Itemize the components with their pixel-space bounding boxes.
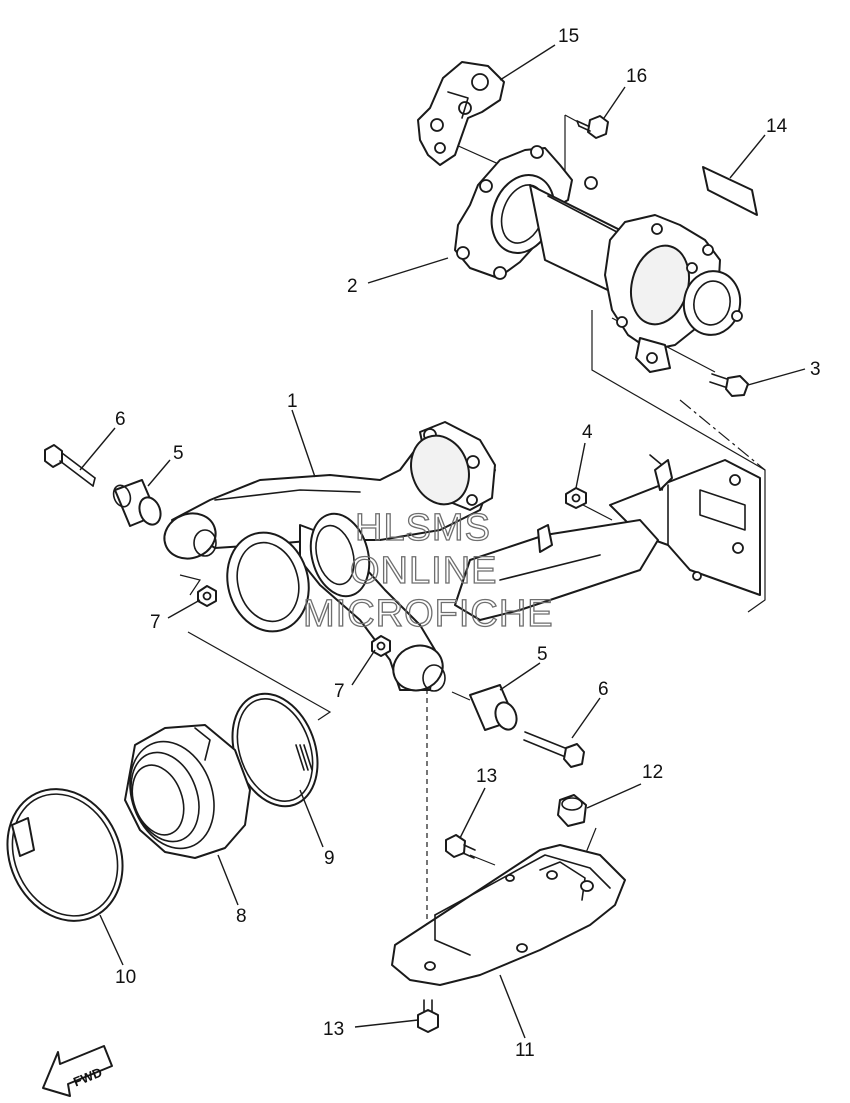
callout-4: 4 [582,422,593,443]
callout-6-lower: 6 [598,679,609,700]
part-4-nut [565,487,587,509]
part-5-bushing-upper [112,479,162,527]
callout-3: 3 [810,359,821,380]
part-6-bolt-lower [523,731,585,768]
callout-1: 1 [287,391,298,412]
callout-15: 15 [558,26,579,47]
part-13-bolt-lower [417,999,439,1033]
callout-16: 16 [626,66,647,87]
callout-7-lower: 7 [334,681,345,702]
part-2-axle-housing [454,145,743,373]
callout-14: 14 [766,116,788,137]
part-16-bolt [576,115,609,139]
part-5-bushing-lower [469,684,518,731]
watermark-line-1: HLSMS [355,507,491,549]
part-11-skid-plate [391,844,626,986]
part-6-bolt-upper [44,444,96,487]
callout-6-upper: 6 [115,409,126,430]
part-9-clamp-band [231,692,319,808]
callout-8: 8 [236,906,247,927]
part-15-bracket [417,61,505,166]
callout-labels: 15 16 14 2 3 4 1 6 5 7 5 7 6 12 13 9 8 1… [115,26,821,1061]
callout-12: 12 [642,762,663,783]
callout-5-upper: 5 [173,443,184,464]
callout-13-lower: 13 [323,1019,344,1040]
part-10-large-clamp [6,788,124,922]
callout-9: 9 [324,848,335,869]
callout-13-upper: 13 [476,766,497,787]
part-7-nut-upper [197,585,217,607]
leader-lines [79,44,806,1039]
part-1-swing-arm [163,421,673,692]
callout-10: 10 [115,967,136,988]
watermark-line-3: MICROFICHE [303,593,554,635]
callout-7-upper: 7 [150,612,161,633]
callout-5-lower: 5 [537,644,548,665]
part-13-bolt-upper [445,834,476,859]
part-8-rubber-boot [124,724,251,859]
fwd-arrow-icon: FWD [42,1045,113,1097]
callout-2: 2 [347,276,358,297]
part-12-damper [557,794,587,827]
part-3-bolt [709,373,749,397]
watermark-line-2: ONLINE [350,550,497,592]
part-14-label [702,166,758,216]
swing-arm-seal-ring [226,531,310,633]
callout-11: 11 [515,1040,535,1061]
part-7-nut-lower [371,635,391,657]
watermark: HLSMS ONLINE MICROFICHE [302,506,554,635]
